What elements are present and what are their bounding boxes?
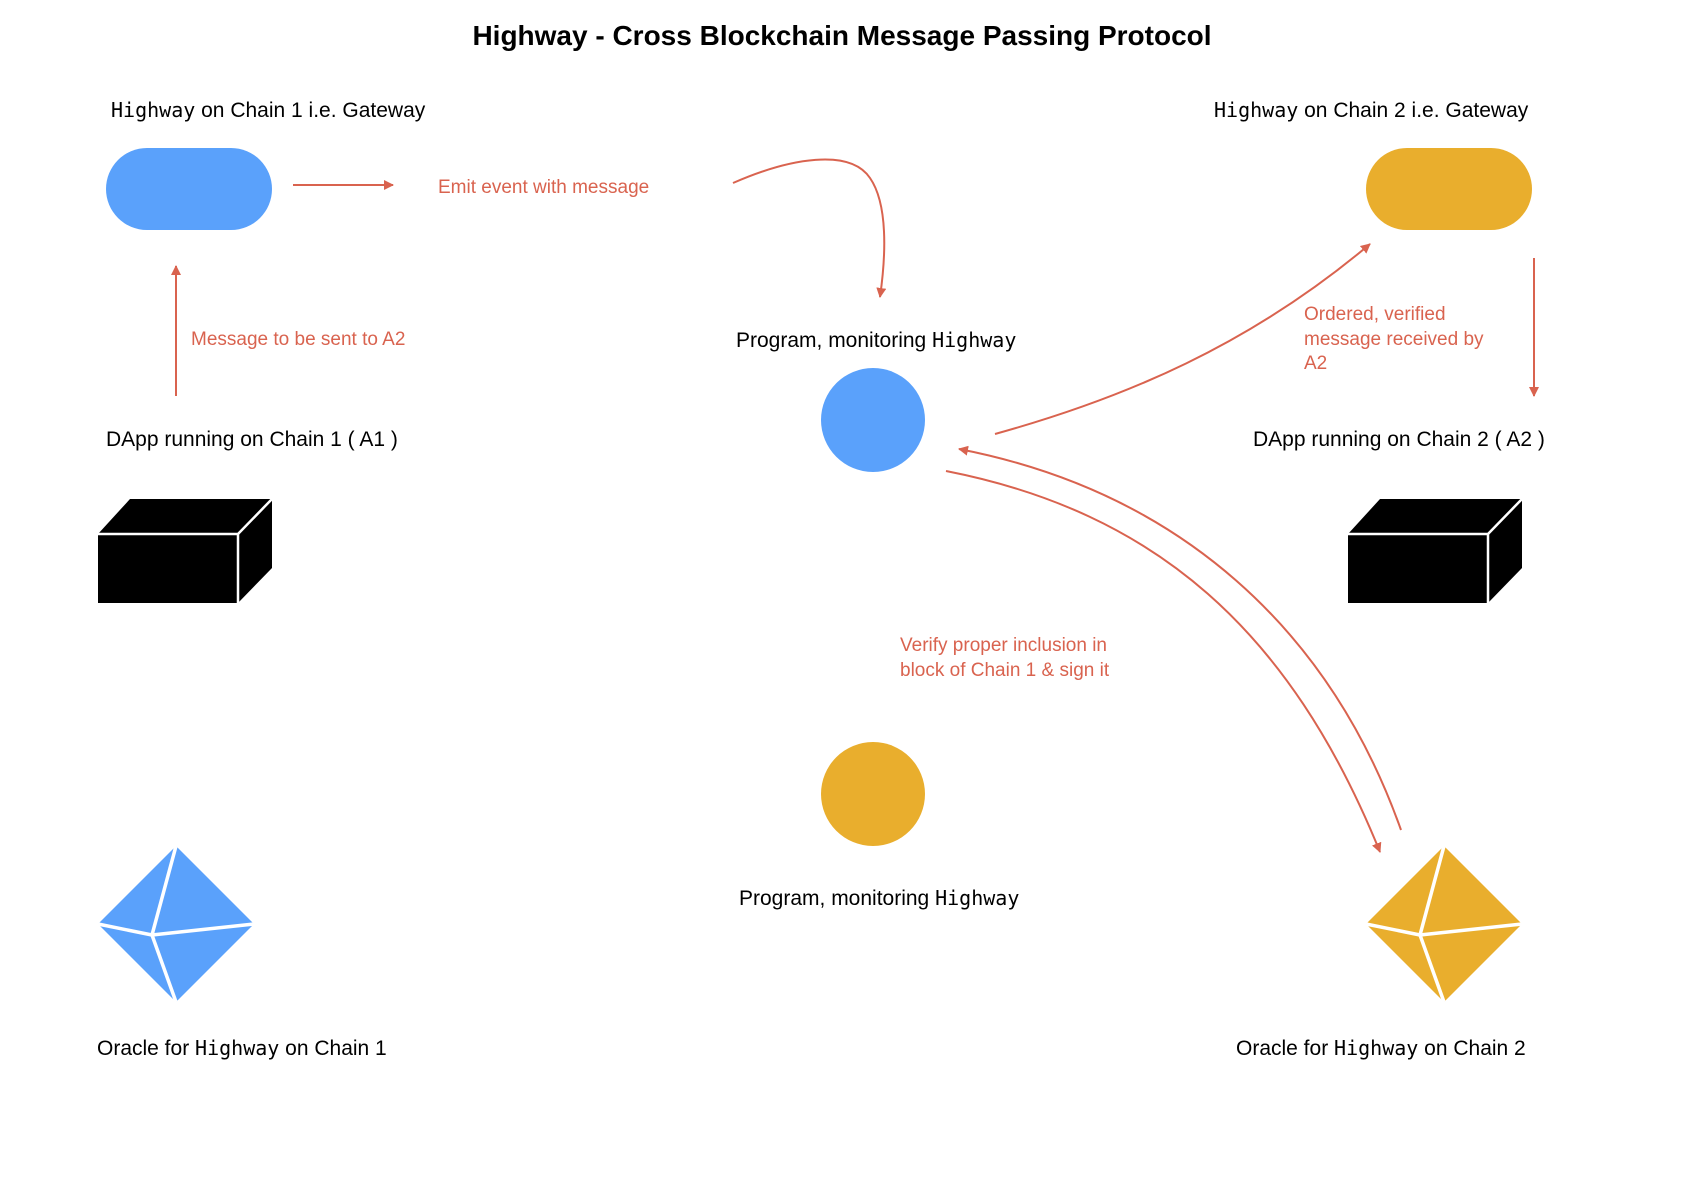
ordered-verified-line-2: message received by — [1304, 328, 1484, 350]
arrow-oracle2-to-program — [958, 445, 1402, 831]
emit-event-note: Emit event with message — [438, 177, 650, 198]
dapp-chain1-label: DApp running on Chain 1 ( A1 ) — [106, 428, 398, 451]
ordered-verified-line-1: Ordered, verified — [1304, 304, 1446, 325]
program-blue-label: Program, monitoring Highway — [736, 328, 1016, 353]
program-gold-node — [821, 742, 925, 846]
program-gold-code: Highway — [935, 886, 1020, 910]
oracle-chain1-code: Highway — [195, 1036, 280, 1060]
gateway-chain2-code: Highway — [1214, 98, 1299, 122]
gateway-chain1-suffix: on Chain 1 i.e. Gateway — [195, 99, 426, 122]
oracle-chain2-code: Highway — [1334, 1036, 1419, 1060]
oracle-chain1-suffix: on Chain 1 — [279, 1037, 387, 1060]
verify-inclusion-line-2: block of Chain 1 & sign it — [900, 659, 1110, 681]
dapp-chain2-label: DApp running on Chain 2 ( A2 ) — [1253, 428, 1545, 451]
oracle-chain2-prefix: Oracle for — [1236, 1037, 1335, 1060]
gateway-chain2-suffix: on Chain 2 i.e. Gateway — [1298, 99, 1529, 122]
gateway-chain1-label: Highway on Chain 1 i.e. Gateway — [111, 98, 425, 123]
ordered-verified-note: Ordered, verified message received by A2 — [1304, 303, 1484, 377]
gateway-chain2-label: Highway on Chain 2 i.e. Gateway — [1214, 98, 1528, 123]
oracle-chain1-label: Oracle for Highway on Chain 1 — [97, 1036, 387, 1061]
program-gold-prefix: Program, monitoring — [739, 887, 936, 910]
arrow-emit-to-program — [732, 158, 887, 298]
program-blue-prefix: Program, monitoring — [736, 329, 933, 352]
verify-inclusion-line-1: Verify proper inclusion in — [900, 635, 1107, 656]
oracle-chain2-octahedron-icon — [1365, 845, 1523, 1003]
oracle-chain1-prefix: Oracle for — [97, 1037, 196, 1060]
verify-inclusion-note: Verify proper inclusion in block of Chai… — [900, 634, 1109, 683]
dapp-chain1-cube-icon — [98, 498, 273, 603]
gateway-chain1-code: Highway — [111, 98, 196, 122]
program-gold-label: Program, monitoring Highway — [739, 886, 1019, 911]
oracle-chain2-label: Oracle for Highway on Chain 2 — [1236, 1036, 1526, 1061]
message-to-a2-note: Message to be sent to A2 — [191, 329, 406, 350]
ordered-verified-line-3: A2 — [1304, 353, 1328, 375]
oracle-chain2-suffix: on Chain 2 — [1418, 1037, 1526, 1060]
program-blue-node — [821, 368, 925, 472]
dapp-chain2-cube-icon — [1348, 498, 1523, 603]
page-title: Highway - Cross Blockchain Message Passi… — [472, 20, 1212, 51]
gateway-chain2-shape — [1366, 148, 1532, 230]
arrow-program-to-gateway2 — [994, 243, 1371, 435]
arrow-program-to-oracle2 — [945, 470, 1382, 853]
gateway-chain1-shape — [106, 148, 272, 230]
program-blue-code: Highway — [932, 328, 1017, 352]
oracle-chain1-octahedron-icon — [97, 845, 255, 1003]
